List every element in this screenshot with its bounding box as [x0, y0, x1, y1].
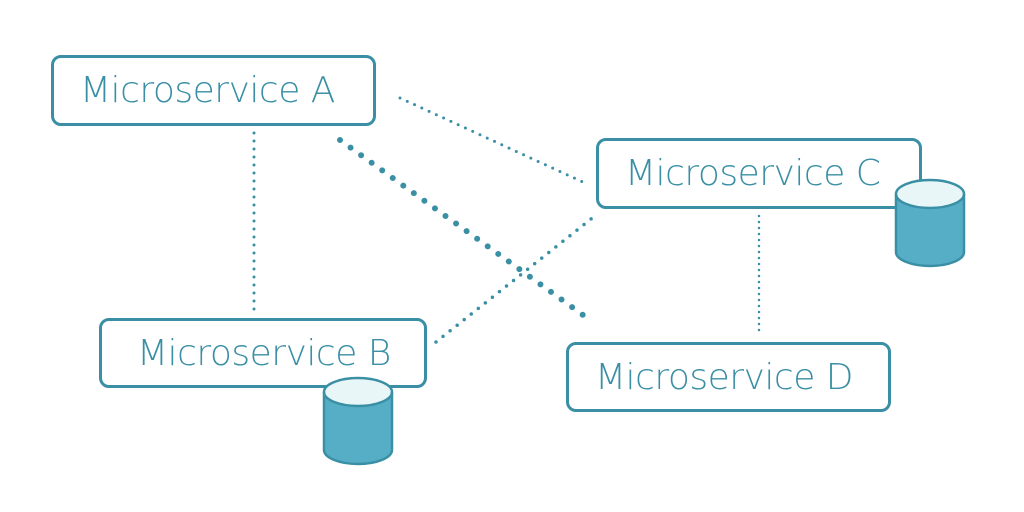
microservice-d-node[interactable]: Microservice D [566, 342, 891, 412]
microservice-a-node[interactable]: Microservice A [51, 55, 376, 126]
microservice-a-label: Microservice A [80, 70, 335, 111]
microservice-d-label: Microservice D [595, 356, 854, 398]
link-b-c [434, 213, 598, 344]
microservice-c-label: Microservice C [625, 153, 881, 194]
microservice-b-database-icon [322, 376, 394, 466]
microservice-b-node[interactable]: Microservice B [99, 318, 427, 388]
link-a-d [337, 137, 593, 323]
microservice-c-database-icon [894, 178, 966, 268]
microservice-b-label: Microservice B [137, 332, 391, 374]
microservice-c-node[interactable]: Microservice C [596, 138, 922, 209]
link-a-c [398, 96, 587, 185]
